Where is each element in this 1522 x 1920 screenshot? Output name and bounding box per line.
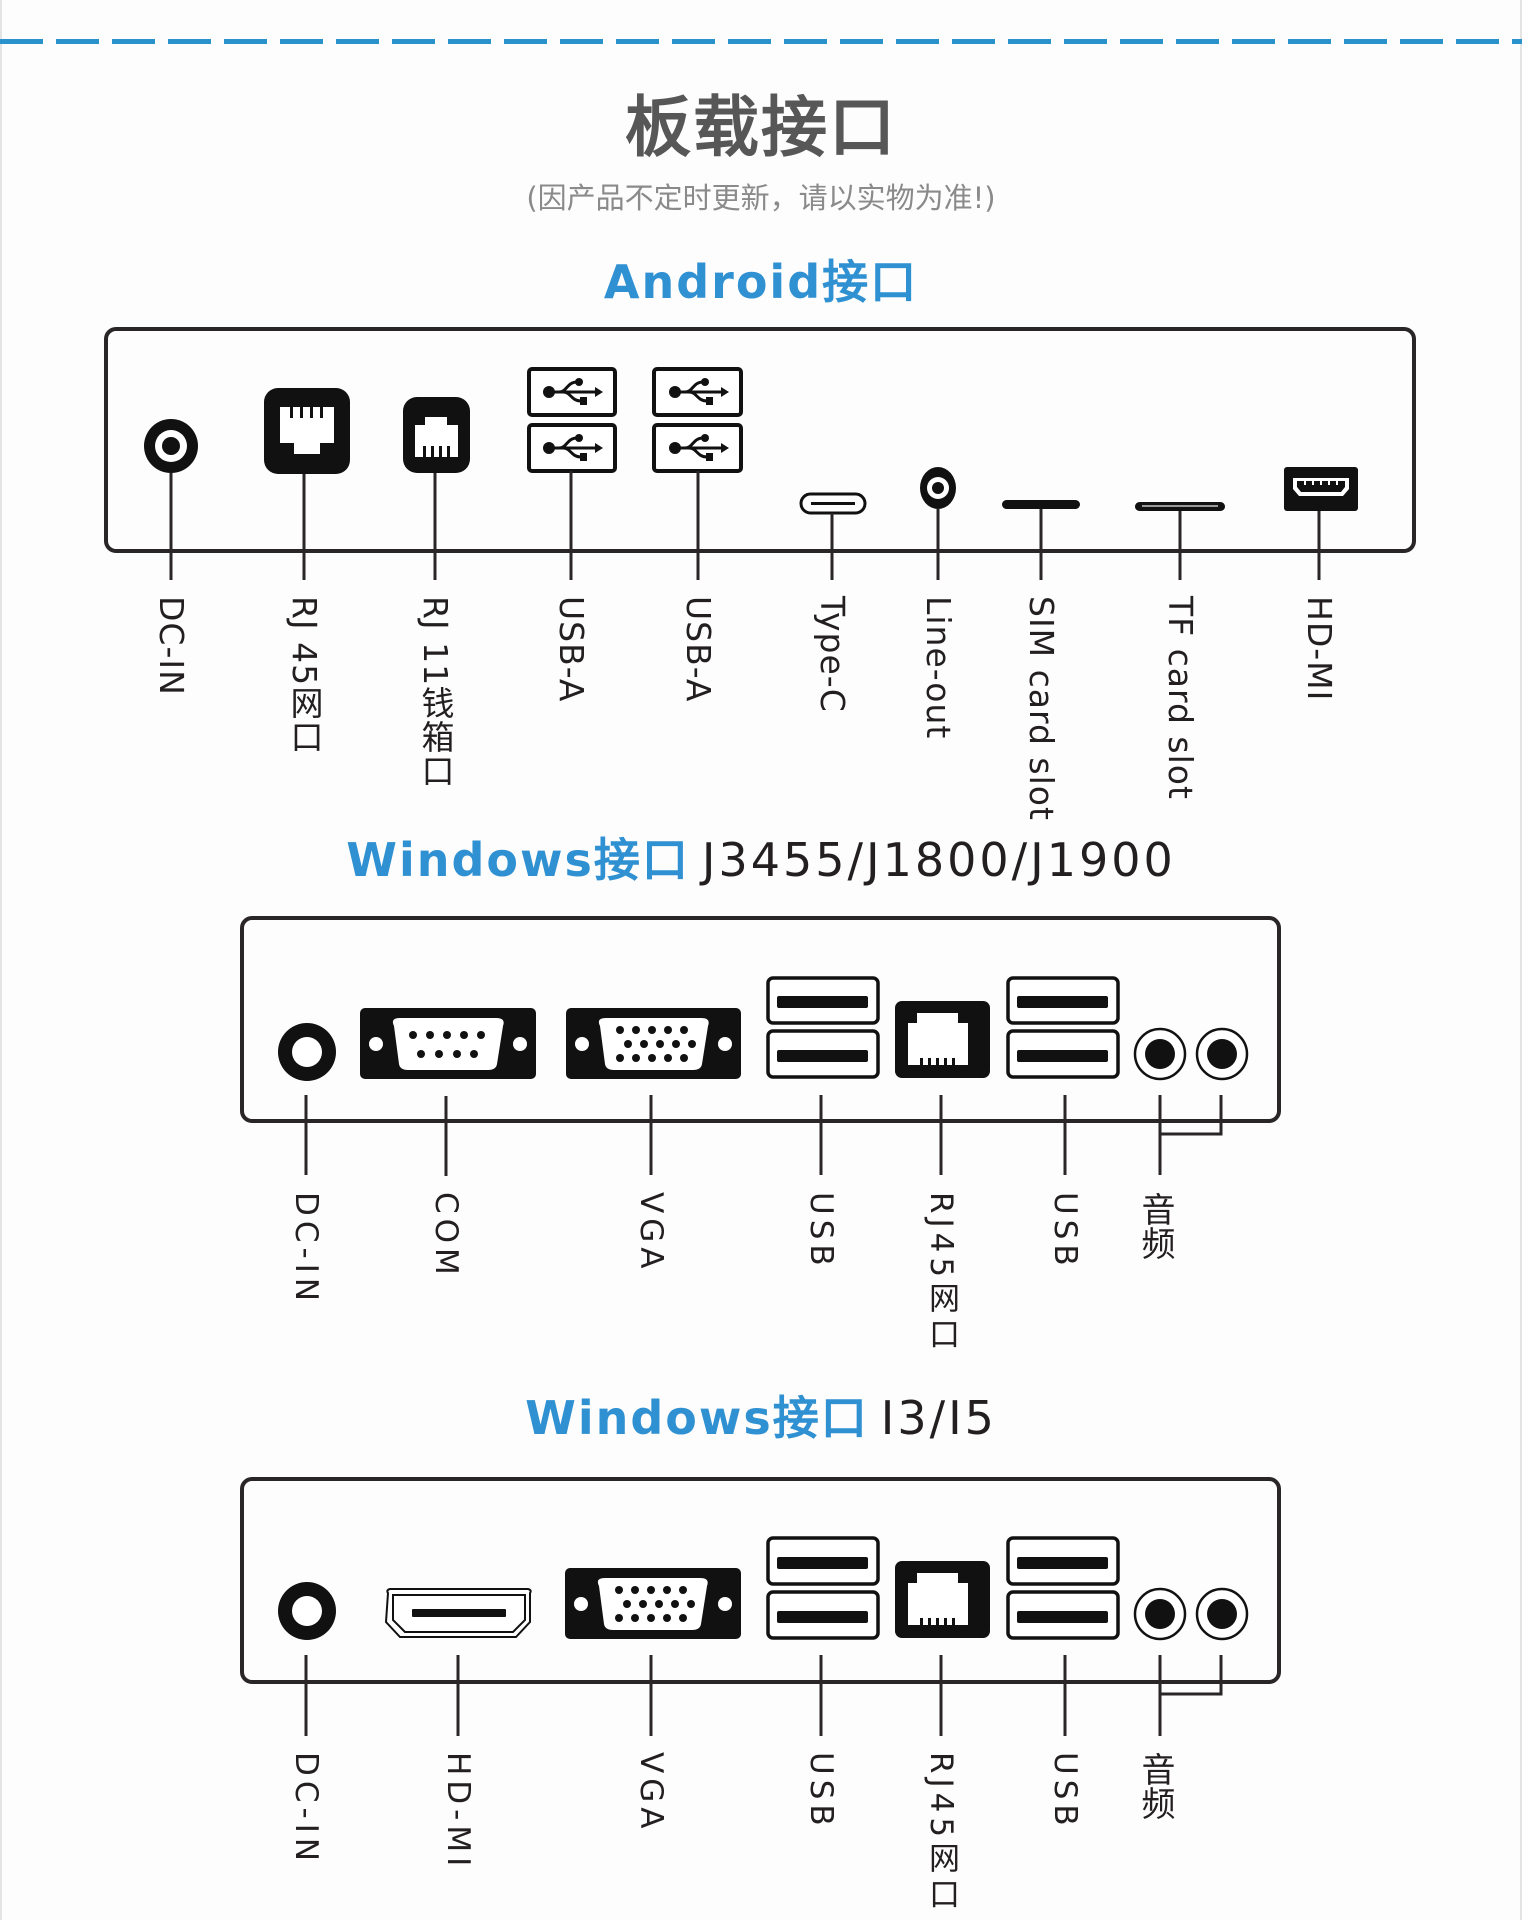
windows-i-board <box>240 1477 1281 1736</box>
page-subtitle: (因产品不定时更新，请以实物为准!) <box>526 181 996 215</box>
dc-power-jack-icon <box>278 1582 336 1640</box>
sim-slot-icon <box>1002 500 1080 509</box>
port-label: SIM card slot <box>1022 596 1061 821</box>
left-edge-line <box>0 0 2 1920</box>
port-label: RJ45网口 <box>923 1752 959 1915</box>
vga-port-icon <box>565 1568 741 1639</box>
port-label: DC-IN <box>288 1192 324 1307</box>
audio-bracket-line <box>1160 1095 1223 1136</box>
port-label: USB <box>1047 1192 1083 1271</box>
audio-jacks-icon <box>1133 1587 1249 1641</box>
section-title-text: Windows接口 <box>346 833 690 887</box>
section-title-text: Windows接口 <box>525 1391 869 1445</box>
usb-type-c-icon <box>799 492 867 515</box>
port-label: VGA <box>633 1192 669 1274</box>
usb-double-icon <box>766 1536 880 1640</box>
usb-double-icon <box>1006 1536 1120 1640</box>
usb-a-double-icon <box>527 367 617 473</box>
port-label: DC-IN <box>152 596 191 696</box>
page-title: 板载接口 <box>625 89 897 166</box>
rj45-port-icon <box>895 1001 990 1078</box>
port-label: 音频 <box>1135 1192 1175 1260</box>
rj11-port-icon <box>403 397 470 473</box>
port-label: USB-A <box>679 596 718 703</box>
port-label: VGA <box>633 1752 669 1834</box>
dc-power-jack-icon <box>144 419 198 473</box>
com-serial-port-icon <box>360 1008 536 1079</box>
windows-j-board <box>240 916 1281 1176</box>
port-label: HD-MI <box>1300 596 1339 702</box>
android-section-title: Android接口 <box>0 254 1522 310</box>
port-label: RJ 45网口 <box>285 596 324 755</box>
android-board <box>104 327 1416 580</box>
port-label: RJ 11钱箱口 <box>416 596 455 789</box>
windows-i-leader-lines <box>304 1655 1223 1736</box>
audio-jacks-icon <box>1133 1027 1249 1081</box>
dashed-divider <box>0 39 1522 44</box>
port-label: HD-MI <box>440 1752 476 1872</box>
audio-bracket-line <box>1160 1655 1223 1696</box>
port-label: USB <box>803 1752 839 1831</box>
right-edge-line <box>1520 0 1522 1920</box>
windows-j-leader-lines <box>304 1095 1223 1176</box>
hdmi-port-icon <box>384 1588 532 1638</box>
port-label: DC-IN <box>288 1752 324 1867</box>
android-leader-lines <box>169 471 1321 580</box>
hdmi-port-icon <box>1284 467 1358 511</box>
port-label: RJ45网口 <box>923 1192 959 1355</box>
port-label: USB <box>803 1192 839 1271</box>
tf-slot-icon <box>1135 502 1225 511</box>
section-model-text: J3455/J1800/J1900 <box>701 833 1176 887</box>
port-label: USB-A <box>552 596 591 703</box>
usb-double-icon <box>766 976 880 1079</box>
section-model-text: I3/I5 <box>880 1391 997 1445</box>
android-board-outline <box>104 327 1416 553</box>
port-label: 音频 <box>1135 1752 1175 1820</box>
port-label: Line-out <box>919 596 958 740</box>
port-label: USB <box>1047 1752 1083 1831</box>
port-label: TF card slot <box>1161 596 1200 800</box>
rj45-port-icon <box>264 388 350 474</box>
audio-jack-icon <box>920 467 956 509</box>
port-label: COM <box>428 1192 464 1280</box>
dc-power-jack-icon <box>278 1023 336 1081</box>
windows-i-board-outline <box>240 1477 1281 1684</box>
usb-a-double-icon <box>652 367 743 473</box>
rj45-port-icon <box>895 1561 990 1638</box>
usb-double-icon <box>1006 976 1120 1079</box>
vga-port-icon <box>566 1008 741 1079</box>
port-label: Type-C <box>813 596 852 713</box>
windows-j-board-outline <box>240 916 1281 1123</box>
section-title-text: Android接口 <box>603 255 919 309</box>
